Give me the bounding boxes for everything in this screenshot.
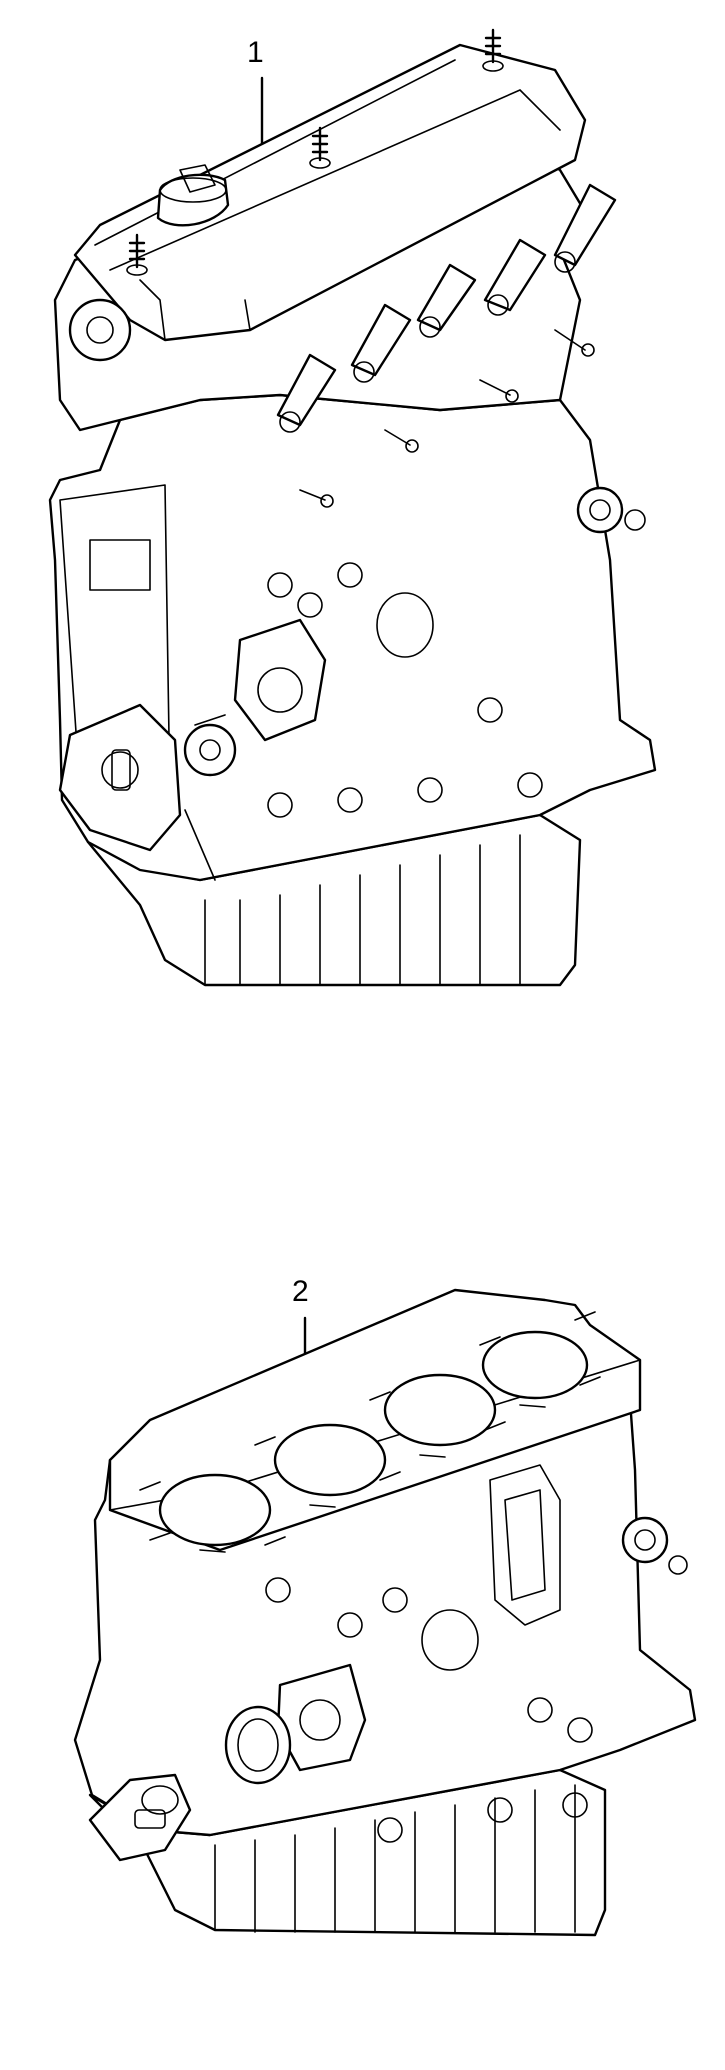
coolant-fittings <box>299 329 595 508</box>
complete-engine-drawing <box>48 28 657 987</box>
valve-cover <box>73 43 587 342</box>
short-block-core-plug <box>421 1609 479 1671</box>
oil-pump-mount <box>233 618 327 742</box>
crankshaft-stub <box>88 1773 192 1862</box>
core-plug <box>376 592 434 658</box>
injector-row <box>276 183 617 433</box>
cylinder-bores <box>158 1330 589 1547</box>
camshaft-boss <box>68 298 132 362</box>
belt-tensioner <box>183 723 237 777</box>
valve-cover-bolts <box>126 28 504 276</box>
water-pump-mount <box>489 1464 561 1626</box>
callout-label-1: 1 <box>247 36 264 69</box>
callout-label-2: 2 <box>292 1275 309 1308</box>
thermostat-housing <box>576 486 624 534</box>
short-block-oil-pump-mount <box>276 1663 367 1772</box>
short-block-thermostat-housing <box>621 1516 669 1564</box>
coolant-passages <box>139 1311 601 1553</box>
crankshaft-flange <box>58 703 182 852</box>
front-seal-ring <box>224 1705 292 1785</box>
block-bosses <box>267 509 646 818</box>
short-block-bosses <box>265 1577 593 1843</box>
short-block-drawing <box>73 1288 697 1937</box>
